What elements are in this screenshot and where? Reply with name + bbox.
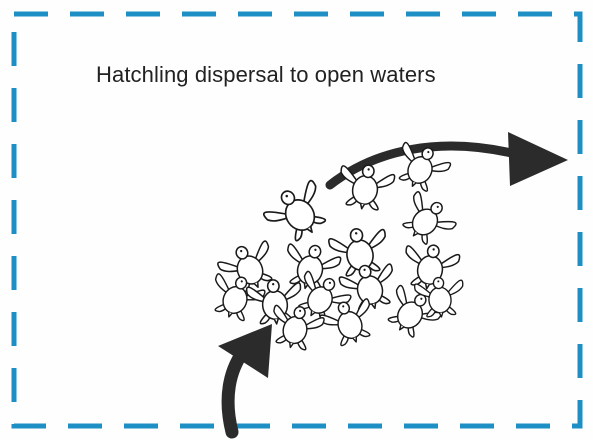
- hatchling-part: [372, 303, 377, 309]
- hatchling-part: [360, 204, 365, 209]
- hatchling-part: [267, 279, 279, 292]
- hatchling-2: [335, 161, 396, 214]
- diagram-caption: Hatchling dispersal to open waters: [96, 62, 436, 88]
- hatchling-part: [274, 319, 278, 324]
- entry-arrow: [218, 324, 272, 432]
- hatchling-4: [394, 187, 460, 252]
- hatchling-part: [433, 277, 444, 289]
- hatchling-1: [260, 175, 337, 249]
- hatchling-part: [425, 284, 430, 289]
- hatchling-12: [400, 241, 461, 294]
- hatchling-part: [320, 253, 341, 273]
- hatchling-part: [289, 343, 294, 348]
- hatchlings-cluster: [205, 138, 466, 354]
- hatchling-part: [430, 157, 451, 178]
